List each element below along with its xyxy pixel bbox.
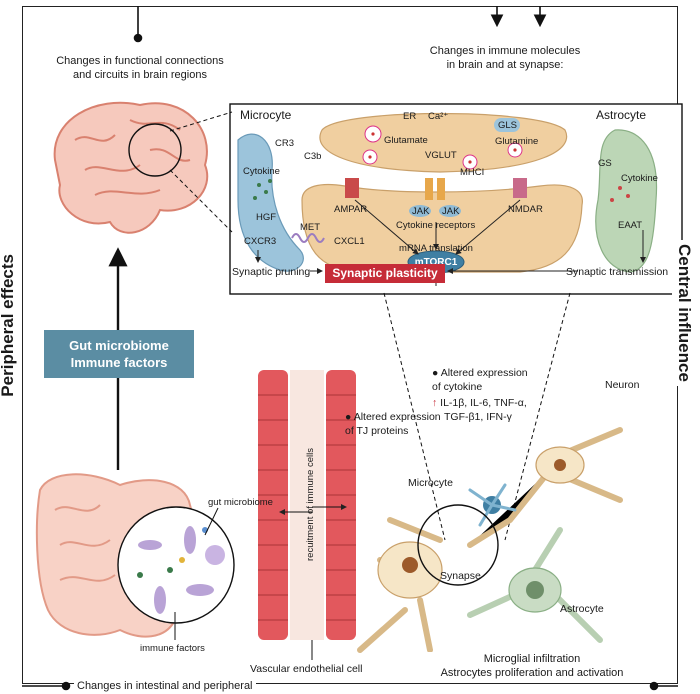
caption-immune-molecules: Changes in immune molecules in brain and…: [429, 45, 581, 71]
label-cytokine-left: Cytokine: [243, 166, 280, 177]
label-glutamine: Glutamine: [495, 136, 539, 147]
label-cr3: CR3: [275, 138, 295, 149]
gut-box-line1: Gut microbiome: [69, 338, 169, 353]
label-microcyte-lower: Microcyte: [408, 477, 453, 489]
side-label-peripheral: Peripheral effects: [0, 250, 20, 401]
label-nmdar: NMDAR: [508, 204, 543, 215]
gut-microbiome-box: Gut microbiome Immune factors: [44, 330, 194, 378]
label-er: ER: [403, 111, 417, 122]
caption-functional-connections: Changes in functional connections and ci…: [56, 55, 224, 81]
cytokine-expr-text: Altered expression of cytokine: [432, 367, 528, 393]
label-astrocyte-lower: Astrocyte: [560, 603, 604, 615]
label-ampar: AMPAR: [334, 204, 368, 215]
neural-cells: [357, 427, 623, 653]
label-neuron: Neuron: [605, 379, 640, 391]
label-cytokine-right: Cytokine: [621, 173, 658, 184]
panel-title-microcyte: Microcyte: [240, 108, 292, 122]
zoom-line-left: [383, 292, 446, 541]
blood-vessel: [258, 370, 356, 660]
label-vascular-endothelial: Vascular endothelial cell: [250, 663, 363, 675]
label-gut-microbiome: gut microbiome: [208, 497, 273, 508]
label-tj-proteins: ● Altered expression of TJ proteins: [345, 411, 441, 437]
tj-text: Altered expression of TJ proteins: [345, 411, 441, 437]
label-cytokine-list1: ↑ IL-1β, IL-6, TNF-α,: [432, 397, 527, 409]
label-mtorc1: mTORC1: [414, 257, 458, 268]
synaptic-plasticity-box: Synaptic plasticity: [325, 264, 445, 283]
label-mrna-translation: mRNA translation: [399, 243, 473, 254]
label-recruitment: recuitment of immune cells: [305, 448, 316, 562]
label-synaptic-pruning: Synaptic pruning: [232, 266, 311, 278]
cytokine-list1-text: IL-1β, IL-6, TNF-α,: [440, 397, 527, 409]
gut-box-line2: Immune factors: [70, 355, 168, 370]
label-synaptic-transmission: Synaptic transmission: [566, 266, 669, 278]
caption-microglial: Microglial infiltration Astrocytes proli…: [412, 652, 652, 680]
panel-cells: [237, 112, 658, 286]
top-connectors: [133, 6, 547, 43]
label-cxcr3: CXCR3: [244, 236, 277, 247]
label-immune-factors: immune factors: [140, 643, 205, 654]
label-gls: GLS: [498, 120, 518, 131]
label-hgf: HGF: [256, 212, 277, 223]
label-eaat: EAAT: [618, 220, 643, 231]
label-ca: Ca²⁺: [428, 111, 449, 122]
bottom-connectors: [22, 681, 678, 691]
label-jak-1: JAK: [412, 206, 430, 217]
label-synapse: Synapse: [440, 570, 481, 582]
zoom-line-right: [504, 292, 571, 541]
side-label-central: Central influence: [672, 240, 696, 386]
label-cxcl1: CXCL1: [334, 236, 365, 247]
label-cytokine-receptors: Cytokine receptors: [396, 220, 476, 231]
panel-title-astrocyte: Astrocyte: [596, 108, 647, 122]
label-glutamate: Glutamate: [384, 135, 428, 146]
label-vglut: VGLUT: [425, 150, 457, 161]
label-c3b: C3b: [304, 151, 322, 162]
brain-illustration: [53, 101, 233, 234]
caption-intestinal: Changes in intestinal and peripheral: [74, 679, 256, 693]
label-met: MET: [300, 222, 321, 233]
label-cytokine-expression: ● Altered expression of cytokine: [432, 367, 528, 393]
label-jak-2: JAK: [442, 206, 460, 217]
label-gs: GS: [598, 158, 612, 169]
intestine-illustration: [35, 473, 235, 640]
label-mhci: MHCI: [460, 167, 485, 178]
label-cytokine-list2: TGF-β1, IFN-γ: [444, 411, 512, 423]
